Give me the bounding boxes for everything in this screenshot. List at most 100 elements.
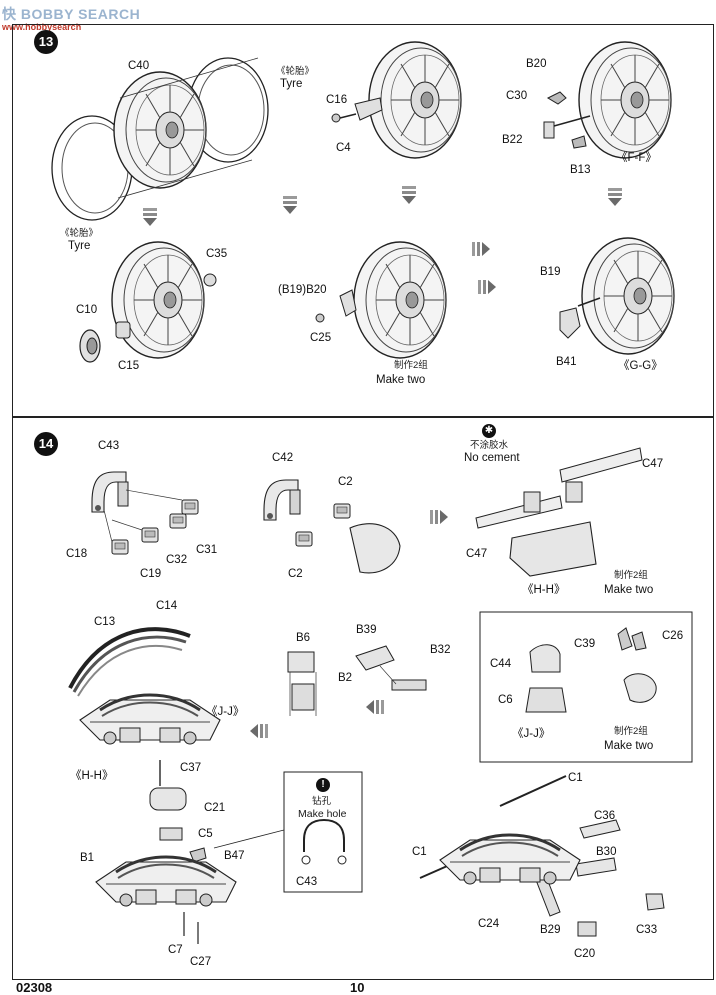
step13-frame bbox=[12, 24, 714, 418]
chassis-hh-upper bbox=[78, 693, 222, 746]
part-c39: C39 bbox=[574, 638, 596, 650]
part-c7: C7 bbox=[168, 944, 183, 956]
part-c10: C10 bbox=[76, 304, 98, 316]
make-two-cn-14a: 制作2组 bbox=[614, 570, 648, 581]
part-c24: C24 bbox=[478, 918, 500, 930]
make-hole-icon: ! bbox=[316, 778, 330, 792]
tyre-en-label-1: Tyre bbox=[280, 78, 303, 90]
make-two-en-14a: Make two bbox=[604, 584, 654, 596]
arrow-down-2 bbox=[283, 196, 297, 214]
part-c30: C30 bbox=[506, 90, 528, 102]
make-hole-en: Make hole bbox=[298, 808, 347, 820]
part-b1: B1 bbox=[80, 852, 95, 864]
page-number: 10 bbox=[350, 980, 365, 995]
part-c40: C40 bbox=[128, 60, 150, 72]
wheel-gg bbox=[581, 237, 675, 355]
part-c33: C33 bbox=[636, 924, 658, 936]
view-hh-1: 《H-H》 bbox=[522, 584, 566, 596]
block-c18 bbox=[111, 539, 129, 555]
part-b2: B2 bbox=[338, 672, 353, 684]
part-c47-right: C47 bbox=[642, 458, 664, 470]
part-c1-upper: C1 bbox=[568, 772, 583, 784]
arrow-right-2 bbox=[430, 510, 448, 524]
part-c42: C42 bbox=[272, 452, 294, 464]
make-two-cn-13: 制作2组 bbox=[394, 360, 428, 371]
chassis-lower-left bbox=[94, 855, 238, 908]
part-c47-left: C47 bbox=[466, 548, 488, 560]
part-c5: C5 bbox=[198, 828, 213, 840]
block-c2-upper bbox=[333, 503, 351, 519]
part-c25: C25 bbox=[310, 332, 332, 344]
part-b41: B41 bbox=[556, 356, 577, 368]
part-c16: C16 bbox=[326, 94, 348, 106]
part-c20: C20 bbox=[574, 948, 596, 960]
wheel-c16 bbox=[368, 41, 462, 159]
wheel-c10 bbox=[111, 241, 205, 359]
part-c43: C43 bbox=[98, 440, 120, 452]
arrow-left-2 bbox=[366, 700, 384, 714]
view-ff: 《F-F》 bbox=[616, 152, 657, 164]
part-c35: C35 bbox=[206, 248, 228, 260]
make-hole-cn: 钻孔 bbox=[312, 796, 332, 807]
part-c13: C13 bbox=[94, 616, 116, 628]
watermark-brand: 快 BOBBY SEARCH bbox=[2, 6, 141, 22]
part-b22: B22 bbox=[502, 134, 523, 146]
arrow-right-1 bbox=[478, 280, 496, 294]
part-b39: B39 bbox=[356, 624, 377, 636]
part-b47: B47 bbox=[224, 850, 245, 862]
no-cement-en: No cement bbox=[464, 452, 520, 464]
arrow-down-3 bbox=[402, 186, 416, 204]
part-c14: C14 bbox=[156, 600, 178, 612]
step14-frame bbox=[12, 416, 714, 980]
view-hh-2: 《H-H》 bbox=[70, 770, 114, 782]
part-b20: B20 bbox=[526, 58, 547, 70]
block-c2-lower bbox=[295, 531, 313, 547]
part-c15: C15 bbox=[118, 360, 140, 372]
subassembly-b39 bbox=[355, 645, 427, 691]
view-jj-1: 《J-J》 bbox=[206, 706, 245, 718]
tyre-en-label-2: Tyre bbox=[68, 240, 91, 252]
wheel-c40 bbox=[113, 71, 207, 189]
no-cement-cn: 不涂胶水 bbox=[470, 440, 509, 451]
leaf-spring-c13-c14 bbox=[68, 627, 191, 697]
arrow-down-1 bbox=[143, 208, 157, 226]
view-jj-2: 《J-J》 bbox=[512, 728, 551, 740]
part-c4: C4 bbox=[336, 142, 351, 154]
part-b19-b20: (B19)B20 bbox=[278, 284, 327, 296]
part-c1-left: C1 bbox=[412, 846, 427, 858]
part-c44: C44 bbox=[490, 658, 512, 670]
part-b30: B30 bbox=[596, 846, 617, 858]
make-two-en-13: Make two bbox=[376, 374, 426, 386]
part-b32: B32 bbox=[430, 644, 451, 656]
view-gg: 《G-G》 bbox=[618, 360, 663, 372]
wheel-b19b20 bbox=[353, 241, 447, 359]
no-cement-icon: ✱ bbox=[482, 424, 496, 438]
step-number-14: 14 bbox=[34, 432, 58, 456]
subassembly-b6 bbox=[287, 651, 317, 716]
part-b19: B19 bbox=[540, 266, 561, 278]
part-c43-callout: C43 bbox=[296, 876, 318, 888]
watermark-url: www.hobbysearch bbox=[2, 22, 82, 32]
bracket-c43 bbox=[91, 471, 129, 513]
part-c6: C6 bbox=[498, 694, 513, 706]
part-c2-lower: C2 bbox=[288, 568, 303, 580]
part-b6: B6 bbox=[296, 632, 311, 644]
part-b29: B29 bbox=[540, 924, 561, 936]
make-two-cn-14b: 制作2组 bbox=[614, 726, 648, 737]
part-c21: C21 bbox=[204, 802, 226, 814]
part-c2-upper: C2 bbox=[338, 476, 353, 488]
step-number-13: 13 bbox=[34, 30, 58, 54]
part-c19: C19 bbox=[140, 568, 162, 580]
tyre-cn-label-2: 《轮胎》 bbox=[60, 228, 99, 239]
wheel-ff bbox=[578, 41, 672, 159]
block-c31 bbox=[181, 499, 199, 515]
part-c18: C18 bbox=[66, 548, 88, 560]
make-hole-callout bbox=[283, 771, 363, 893]
part-c26: C26 bbox=[662, 630, 684, 642]
assembly-hh bbox=[475, 447, 643, 577]
tyre-cn-label-1: 《轮胎》 bbox=[276, 66, 315, 77]
assembly-lower-right bbox=[419, 775, 665, 937]
part-c31: C31 bbox=[196, 544, 218, 556]
